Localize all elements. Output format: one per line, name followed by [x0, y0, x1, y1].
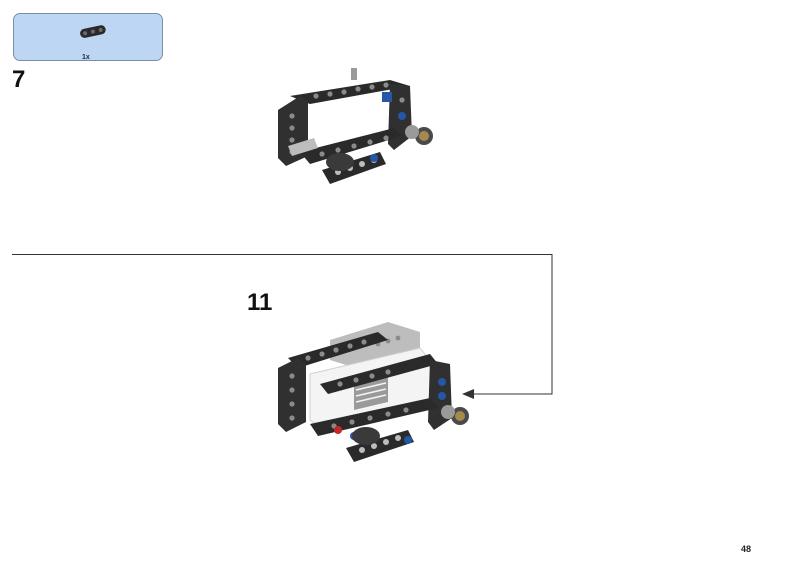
step-number-7: 7	[12, 66, 26, 93]
step-11-model-illustration	[278, 322, 469, 462]
step-7-model-illustration	[278, 68, 433, 184]
parts-callout: 1x	[13, 13, 163, 61]
section-divider	[12, 254, 552, 255]
step-number-11: 11	[247, 289, 273, 316]
part-quantity: 1x	[82, 54, 90, 61]
page-number: 48	[741, 544, 752, 554]
technic-beam-3-icon	[80, 25, 106, 38]
